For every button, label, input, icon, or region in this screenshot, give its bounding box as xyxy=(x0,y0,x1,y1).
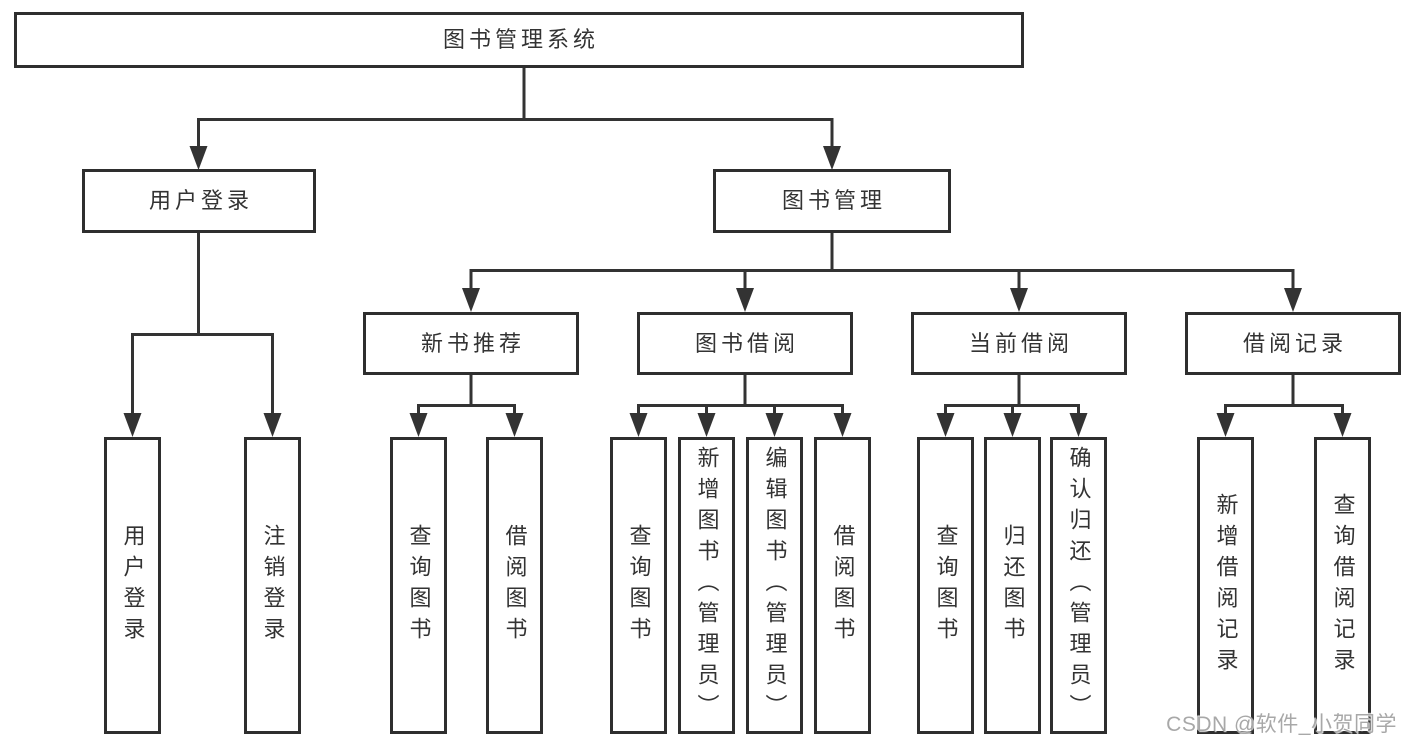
node-label: 新书推荐 xyxy=(420,330,525,356)
leaf-label: 借阅图书 xyxy=(502,523,528,648)
leaf-confirm-return-admin: 确认归还（管理员） xyxy=(1050,437,1107,734)
leaf-label: 编辑图书（管理员） xyxy=(762,446,788,725)
arrowhead-icon xyxy=(462,288,480,312)
arrowhead-icon xyxy=(1216,413,1235,437)
node-user-login: 用户登录 xyxy=(82,169,316,233)
leaf-label: 借阅图书 xyxy=(830,523,856,648)
arrowhead-icon xyxy=(1003,413,1022,437)
node-root-system: 图书管理系统 xyxy=(14,12,1024,68)
leaf-query-books-borrow: 查询图书 xyxy=(610,437,667,734)
node-label: 图书管理 xyxy=(781,188,886,213)
arrowhead-icon xyxy=(629,413,648,437)
node-current-borrow: 当前借阅 xyxy=(911,312,1127,375)
leaf-label: 注销登录 xyxy=(260,523,286,648)
leaf-label: 查询图书 xyxy=(406,523,432,648)
arrowhead-icon xyxy=(1284,288,1302,312)
leaf-query-borrow-record: 查询借阅记录 xyxy=(1314,437,1371,734)
leaf-label: 新增借阅记录 xyxy=(1213,492,1239,679)
leaf-label: 归还图书 xyxy=(1000,523,1026,648)
node-label: 用户登录 xyxy=(148,188,253,213)
leaf-add-books-admin: 新增图书（管理员） xyxy=(678,437,735,734)
leaf-label: 用户登录 xyxy=(120,523,146,648)
node-borrow-records: 借阅记录 xyxy=(1185,312,1401,375)
arrowheads xyxy=(123,146,1352,437)
arrowhead-icon xyxy=(1010,288,1028,312)
leaf-label: 查询图书 xyxy=(933,523,959,648)
arrowhead-icon xyxy=(1333,413,1352,437)
node-label: 借阅记录 xyxy=(1242,330,1347,356)
leaf-add-borrow-record: 新增借阅记录 xyxy=(1197,437,1254,734)
leaf-logout: 注销登录 xyxy=(244,437,301,734)
arrowhead-icon xyxy=(765,413,784,437)
leaf-query-books-current: 查询图书 xyxy=(917,437,974,734)
arrowhead-icon xyxy=(263,413,282,437)
arrowhead-icon xyxy=(833,413,852,437)
node-label: 图书借阅 xyxy=(694,330,799,356)
node-label: 当前借阅 xyxy=(968,330,1073,356)
arrowhead-icon xyxy=(409,413,428,437)
leaf-borrow-books-recommend: 借阅图书 xyxy=(486,437,543,734)
leaf-label: 确认归还（管理员） xyxy=(1066,446,1092,725)
node-book-borrow: 图书借阅 xyxy=(637,312,853,375)
leaf-return-books: 归还图书 xyxy=(984,437,1041,734)
arrowhead-icon xyxy=(189,146,208,170)
leaf-label: 新增图书（管理员） xyxy=(694,446,720,725)
arrowhead-icon xyxy=(123,413,142,437)
leaf-query-books-recommend: 查询图书 xyxy=(390,437,447,734)
arrowhead-icon xyxy=(823,146,841,170)
leaf-user-login: 用户登录 xyxy=(104,437,161,734)
arrowhead-icon xyxy=(697,413,716,437)
node-new-book-recommend: 新书推荐 xyxy=(363,312,579,375)
leaf-label: 查询借阅记录 xyxy=(1330,492,1356,679)
arrowhead-icon xyxy=(736,288,754,312)
leaf-edit-books-admin: 编辑图书（管理员） xyxy=(746,437,803,734)
leaf-label: 查询图书 xyxy=(626,523,652,648)
leaf-borrow-books: 借阅图书 xyxy=(814,437,871,734)
arrowhead-icon xyxy=(1069,413,1088,437)
node-book-management: 图书管理 xyxy=(713,169,951,233)
arrowhead-icon xyxy=(936,413,955,437)
node-label: 图书管理系统 xyxy=(442,27,599,52)
arrowhead-icon xyxy=(505,413,524,437)
csdn-watermark: CSDN @软件_小贺同学 xyxy=(1166,713,1397,736)
